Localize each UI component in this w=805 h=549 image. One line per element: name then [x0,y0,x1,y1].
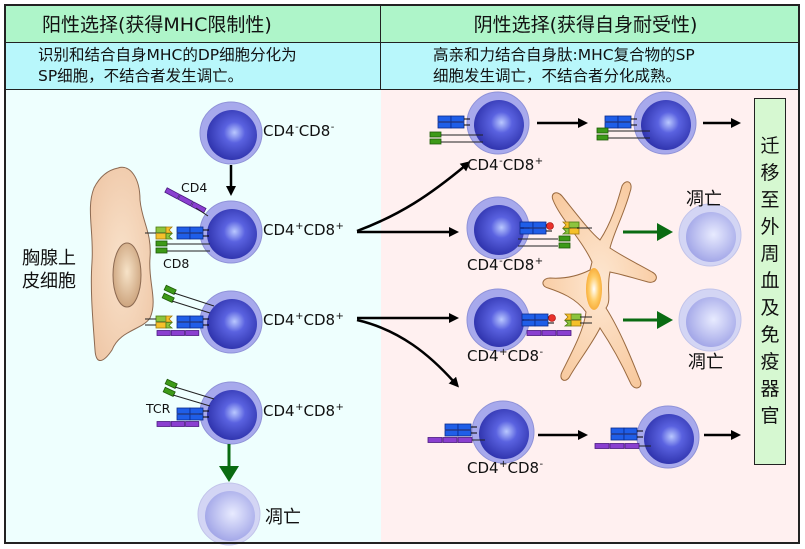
migration-char: 血 [760,270,780,292]
migration-char: 疫 [760,351,780,373]
cell-label-pos-3: CD4+CD8+ [263,311,344,329]
migration-box: 迁 移 至 外 周 血 及 免 疫 器 官 [754,98,786,465]
cd4-label: CD4 [181,180,208,195]
migration-char: 移 [760,162,780,184]
cell-label-neg-3: CD4+CD8- [467,347,544,365]
positive-selection-description: 识别和结合自身MHC的DP细胞分化为 SP细胞，不结合者发生调亡。 [4,43,381,90]
positive-selection-title: 阳性选择(获得MHC限制性) [4,4,381,43]
cell-label-pos-4: CD4+CD8+ [263,402,344,420]
migration-char: 官 [760,405,780,427]
negative-desc-line2: 细胞发生调亡，不结合者分化成熟。 [433,67,682,85]
negative-desc-line1: 高亲和力结合自身肽:MHC复合物的SP [433,46,695,64]
apoptosis-label-right-2: 凋亡 [688,352,724,373]
apoptosis-label-right-1: 凋亡 [686,189,722,210]
migration-char: 至 [760,189,780,211]
dendritic-nucleus [586,268,602,310]
migration-char: 外 [760,216,780,238]
migration-char: 迁 [760,135,780,157]
cell-label-neg-2: CD4-CD8+ [467,256,544,274]
migration-char: 周 [760,243,780,265]
migration-char: 器 [760,378,780,400]
cell-label-pos-2: CD4+CD8+ [263,221,344,239]
negative-selection-title: 阴性选择(获得自身耐受性) [381,4,800,43]
migration-char: 免 [760,324,780,346]
epithelial-nucleus [112,242,142,308]
epithelial-label-1: 胸腺上 [22,248,76,269]
tcr-label: TCR [146,401,171,416]
cd8-label: CD8 [163,256,190,271]
migration-char: 及 [760,297,780,319]
cell-label-neg-1: CD4-CD8+ [467,156,544,174]
figure-border [4,4,800,544]
epithelial-label-2: 皮细胞 [22,271,76,292]
arrow-dp-to-cd4sp [356,318,459,388]
cell-label-pos-1: CD4-CD8- [263,122,335,140]
apoptosis-label-left: 凋亡 [265,507,301,528]
arrow-dp-to-cd8sp [356,161,471,233]
positive-desc-line1: 识别和结合自身MHC的DP细胞分化为 [38,46,297,64]
negative-selection-description: 高亲和力结合自身肽:MHC复合物的SP 细胞发生调亡，不结合者分化成熟。 [381,43,800,90]
cell-label-neg-4: CD4+CD8- [467,459,544,477]
positive-desc-line2: SP细胞，不结合者发生调亡。 [38,67,244,85]
